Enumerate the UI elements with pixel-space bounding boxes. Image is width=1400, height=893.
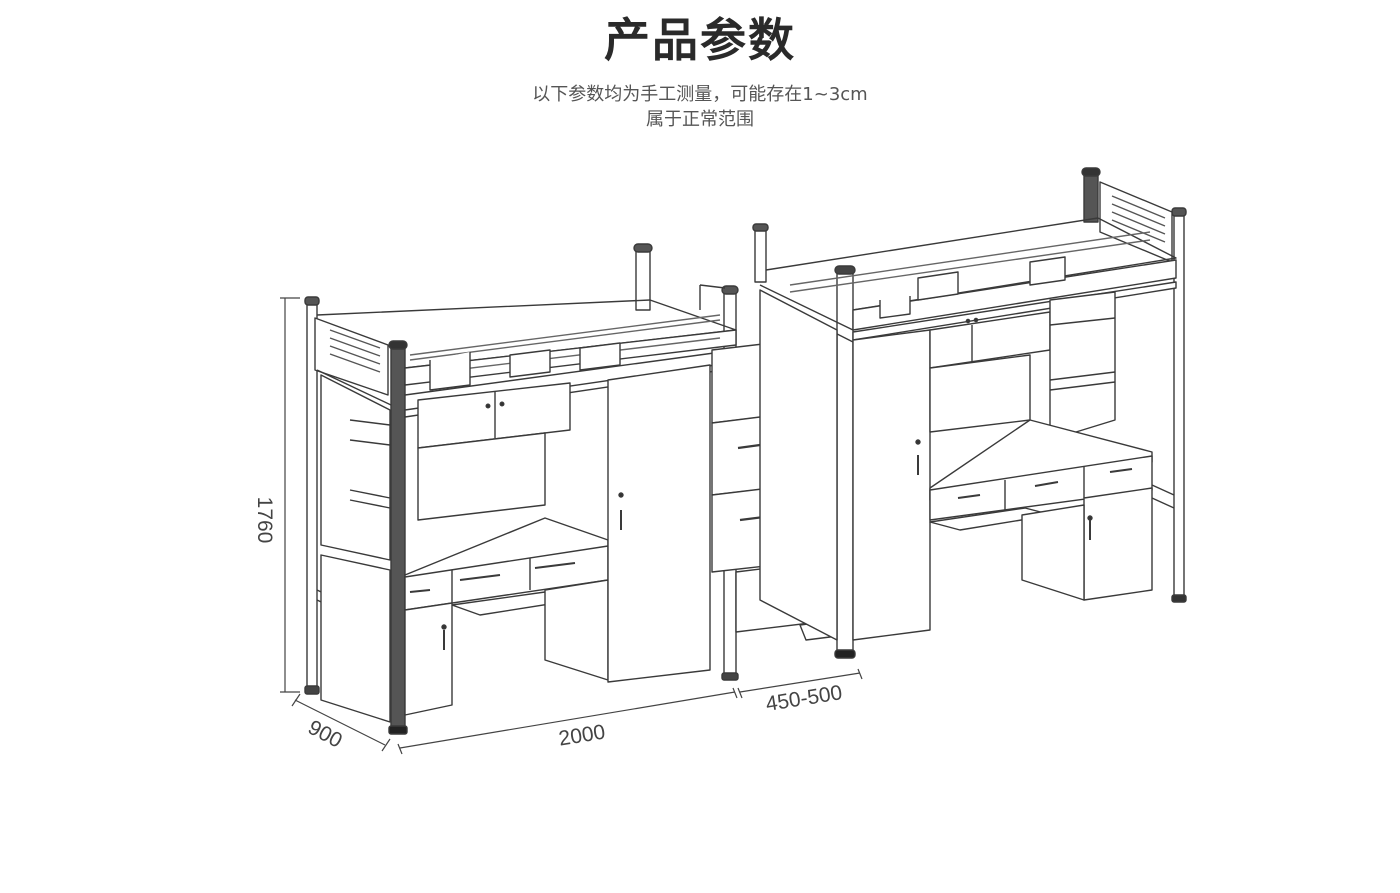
right-bed-unit — [752, 167, 1187, 659]
measurement-note-line1: 以下参数均为手工测量，可能存在1~3cm — [532, 84, 868, 105]
depth-dimension: 900 — [304, 716, 346, 753]
page-title: 产品参数 — [604, 13, 796, 67]
measurement-note: 以下参数均为手工测量，可能存在1~3cm 属于正常范围 — [0, 82, 1400, 132]
measurement-note-line2: 属于正常范围 — [646, 109, 754, 130]
left-bed-unit — [304, 243, 739, 735]
length-dimension: 2000 — [557, 721, 607, 751]
height-dimension: 1760 — [253, 497, 276, 544]
